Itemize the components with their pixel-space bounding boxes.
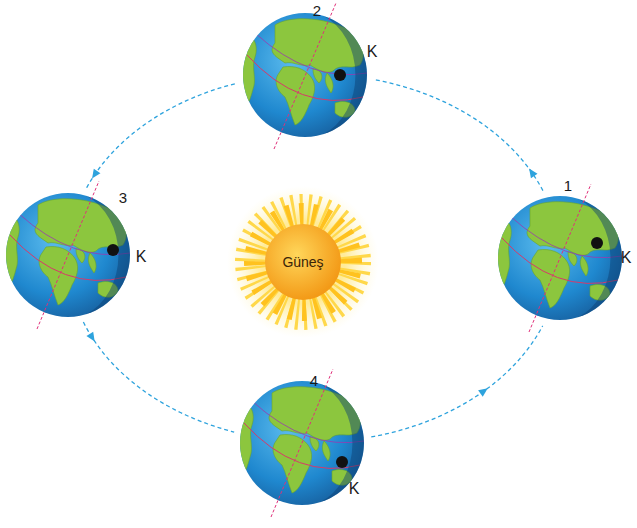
- sun-rays: [227, 186, 379, 338]
- orbit-arrow: [374, 79, 543, 190]
- orbit-path: [83, 322, 234, 432]
- earth-position: 4K: [240, 381, 364, 505]
- earth-position: 3K: [6, 193, 130, 317]
- sun-label: Güneş: [282, 254, 323, 270]
- position-number: 2: [313, 3, 321, 18]
- point-label: K: [349, 481, 360, 497]
- point-label: K: [621, 250, 632, 266]
- earth-globe: [2, 181, 130, 329]
- arrowhead: [92, 169, 100, 179]
- earth-position: 2K: [243, 13, 367, 137]
- orbit-path: [371, 326, 542, 437]
- arrowhead: [86, 332, 94, 342]
- arrowhead: [529, 169, 537, 179]
- earth-globe: [236, 369, 364, 517]
- arrowhead: [478, 388, 488, 396]
- orbit-arrow: [371, 326, 542, 437]
- orbit-arrow: [83, 322, 234, 432]
- position-number: 4: [310, 373, 318, 388]
- earth-globe: [494, 184, 622, 332]
- point-label: K: [367, 44, 378, 60]
- orbit-path: [86, 84, 235, 189]
- sun-body: Güneş: [265, 224, 341, 300]
- position-number: 1: [564, 178, 572, 193]
- earth-position: 1K: [498, 196, 622, 320]
- earth-globe: [239, 3, 367, 149]
- orbit-path: [374, 79, 543, 190]
- orbit-arrow: [86, 84, 235, 189]
- position-number: 3: [119, 190, 127, 205]
- point-label: K: [136, 249, 147, 265]
